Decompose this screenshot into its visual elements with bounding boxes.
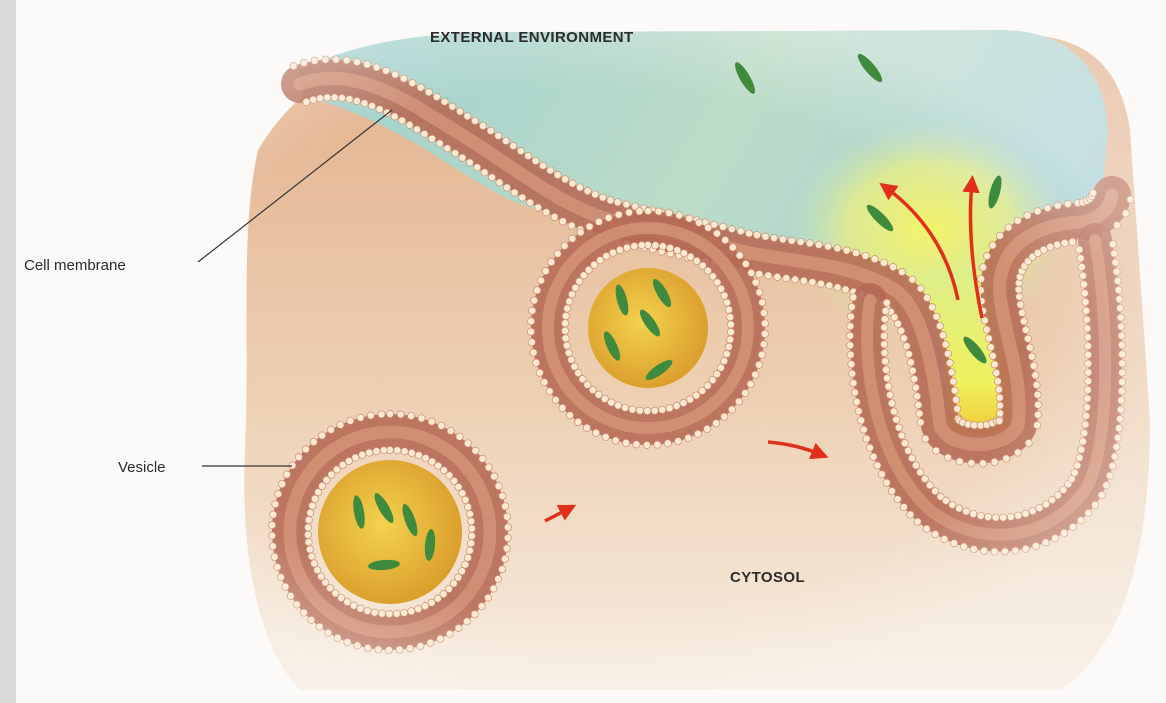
edge-fade: [16, 0, 1166, 703]
vesicle-label: Vesicle: [118, 459, 166, 476]
cell-membrane-label: Cell membrane: [24, 257, 126, 274]
vesicle-core: [318, 460, 462, 604]
diagram-canvas: EXTERNAL ENVIRONMENT CYTOSOL Cell membrane…: [16, 0, 1166, 703]
external-environment-label: EXTERNAL ENVIRONMENT: [430, 29, 634, 46]
exocytosis-diagram: EXTERNAL ENVIRONMENT CYTOSOL Cell membrane…: [16, 0, 1166, 703]
cytosol-label: CYTOSOL: [730, 569, 805, 586]
